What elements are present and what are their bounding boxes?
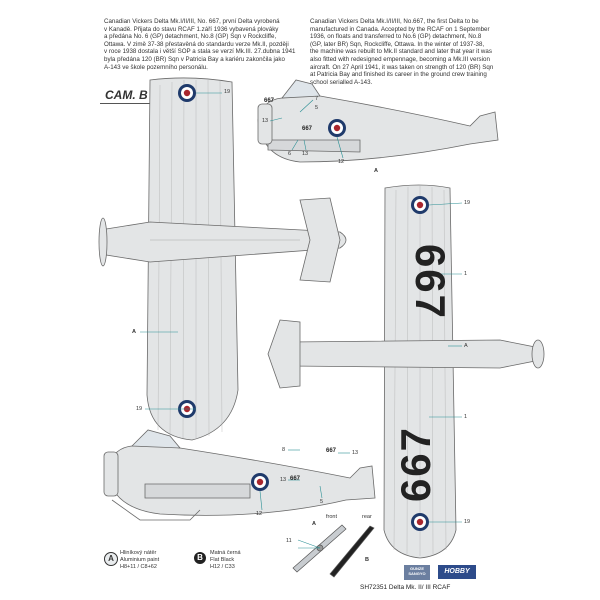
bottom-view	[267, 184, 545, 559]
side-view-upper	[257, 79, 499, 163]
serial-wing-lower: 667	[392, 425, 439, 503]
callout-A: A	[312, 521, 316, 527]
propeller-front-label: front	[326, 514, 338, 520]
special-hobby-logo: HOBBY	[438, 565, 476, 579]
camouflage-label: CAM. B	[105, 88, 148, 102]
legend-text-B: Matná černá Flat Black H12 / C33	[210, 550, 241, 570]
legend-text-A: Hliníkový nátěr Aluminium paint H8+11 / …	[120, 550, 160, 570]
serial-wing-upper: 667	[407, 243, 454, 321]
callout-12: 12	[338, 159, 345, 165]
roundel-icon	[411, 513, 429, 531]
callout-A: A	[374, 168, 378, 174]
roundel-icon	[251, 473, 269, 491]
callout-5: 5	[320, 499, 324, 505]
top-view	[98, 77, 347, 441]
callout-13: 13	[262, 118, 269, 124]
callout-A: A	[464, 343, 468, 349]
callout-19: 19	[464, 519, 471, 525]
callout-13: 13	[352, 450, 359, 456]
callout-19: 19	[464, 200, 471, 206]
callout-19: 19	[136, 406, 143, 412]
callout-5: 5	[315, 105, 319, 111]
description-english: Canadian Vickers Delta Mk.I/II/III, No.6…	[310, 18, 494, 86]
camouflage-underline	[100, 103, 160, 104]
serial-lower-fuselage: 667	[290, 476, 301, 482]
side-view-lower	[103, 429, 376, 521]
callout-13: 13	[280, 477, 287, 483]
callout-1: 1	[464, 271, 468, 277]
legend-badge-A: A	[104, 552, 118, 566]
callout-13: 13	[302, 151, 309, 157]
callout-8: 8	[282, 447, 286, 453]
roundel-icon	[178, 84, 196, 102]
callout-12: 12	[256, 511, 263, 517]
gunze-logo: GUNZE SANGYO	[404, 565, 430, 580]
description-czech: Canadian Vickers Delta Mk.I/II/III, No. …	[104, 18, 296, 71]
serial-lower-side: 667	[326, 448, 337, 454]
propeller-rear-label: rear	[362, 514, 372, 520]
propeller-rear	[329, 525, 375, 578]
callout-6: 6	[288, 151, 292, 157]
serial-upper-side: 667	[264, 98, 275, 104]
callout-19: 19	[224, 89, 231, 95]
roundel-icon	[411, 196, 429, 214]
callout-B: B	[365, 557, 369, 563]
roundel-icon	[328, 119, 346, 137]
callout-11: 11	[286, 538, 292, 544]
legend-badge-B: B	[194, 552, 206, 564]
footer-caption: SH72351 Delta Mk. II/ III RCAF	[360, 584, 451, 591]
propeller-front	[292, 524, 347, 573]
serial-upper-fuselage: 667	[302, 126, 313, 132]
callout-A: A	[132, 329, 136, 335]
callout-7: 7	[315, 96, 319, 102]
callout-1: 1	[464, 414, 468, 420]
